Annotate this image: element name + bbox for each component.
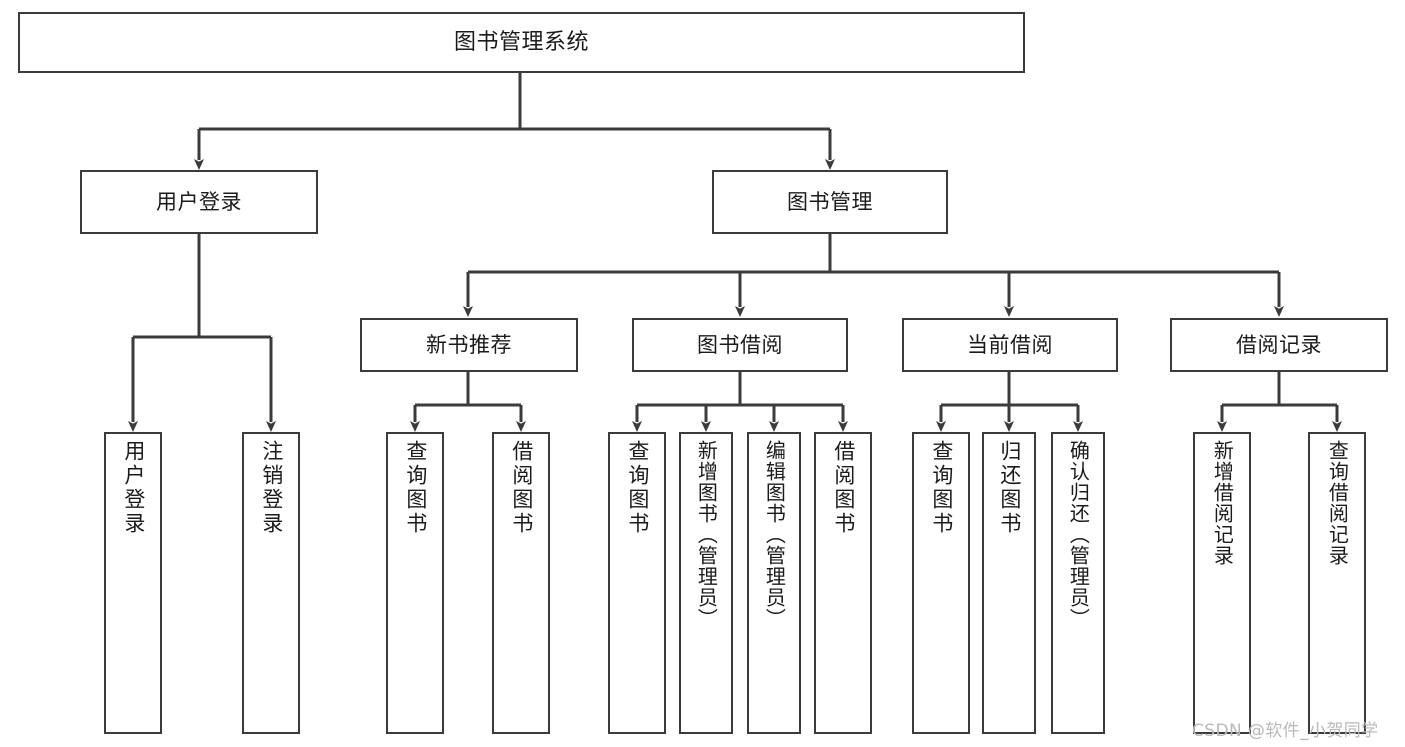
node-leaf-user-logout[interactable]: 注销登录 [242,432,300,734]
node-leaf-query-book-1-label: 查询图书 [403,440,428,536]
node-root-label: 图书管理系统 [453,29,589,55]
node-leaf-return-book[interactable]: 归还图书 [982,432,1036,734]
node-new-book-rec-label: 新书推荐 [426,332,512,357]
node-leaf-query-book-2-label: 查询图书 [625,440,650,536]
node-leaf-add-record-label: 新增借阅记录 [1210,440,1235,566]
node-borrow-record-label: 借阅记录 [1236,332,1322,357]
node-leaf-confirm-return[interactable]: 确认归还（管理员） [1051,432,1105,734]
node-book-borrow[interactable]: 图书借阅 [632,318,848,372]
node-user-login-label: 用户登录 [156,189,242,214]
node-new-book-rec[interactable]: 新书推荐 [360,318,578,372]
node-user-login[interactable]: 用户登录 [80,170,318,234]
node-current-borrow[interactable]: 当前借阅 [902,318,1118,372]
node-leaf-borrow-book-1[interactable]: 借阅图书 [492,432,550,734]
node-leaf-confirm-return-label: 确认归还（管理员） [1066,440,1091,629]
node-book-manage[interactable]: 图书管理 [712,170,948,234]
node-leaf-query-record-label: 查询借阅记录 [1325,440,1350,566]
node-leaf-user-login[interactable]: 用户登录 [104,432,162,734]
node-root[interactable]: 图书管理系统 [18,12,1025,73]
node-borrow-record[interactable]: 借阅记录 [1170,318,1388,372]
node-leaf-add-book[interactable]: 新增图书（管理员） [679,432,733,734]
node-leaf-borrow-book-1-label: 借阅图书 [509,440,534,536]
node-leaf-query-book-3[interactable]: 查询图书 [912,432,970,734]
node-leaf-edit-book[interactable]: 编辑图书（管理员） [747,432,801,734]
node-leaf-return-book-label: 归还图书 [997,440,1022,536]
node-leaf-query-book-1[interactable]: 查询图书 [386,432,444,734]
node-leaf-user-login-label: 用户登录 [121,440,146,536]
node-leaf-borrow-book-2[interactable]: 借阅图书 [814,432,872,734]
node-leaf-query-record[interactable]: 查询借阅记录 [1308,432,1366,734]
node-leaf-query-book-2[interactable]: 查询图书 [608,432,666,734]
node-leaf-edit-book-label: 编辑图书（管理员） [762,440,787,629]
node-current-borrow-label: 当前借阅 [967,332,1053,357]
watermark-csdn: CSDN @软件_小贺同学 [1192,721,1379,741]
node-leaf-borrow-book-2-label: 借阅图书 [831,440,856,536]
node-leaf-add-record[interactable]: 新增借阅记录 [1193,432,1251,734]
node-book-manage-label: 图书管理 [787,189,873,214]
node-book-borrow-label: 图书借阅 [697,332,783,357]
node-leaf-query-book-3-label: 查询图书 [929,440,954,536]
node-leaf-add-book-label: 新增图书（管理员） [694,440,719,629]
node-leaf-user-logout-label: 注销登录 [259,440,284,536]
